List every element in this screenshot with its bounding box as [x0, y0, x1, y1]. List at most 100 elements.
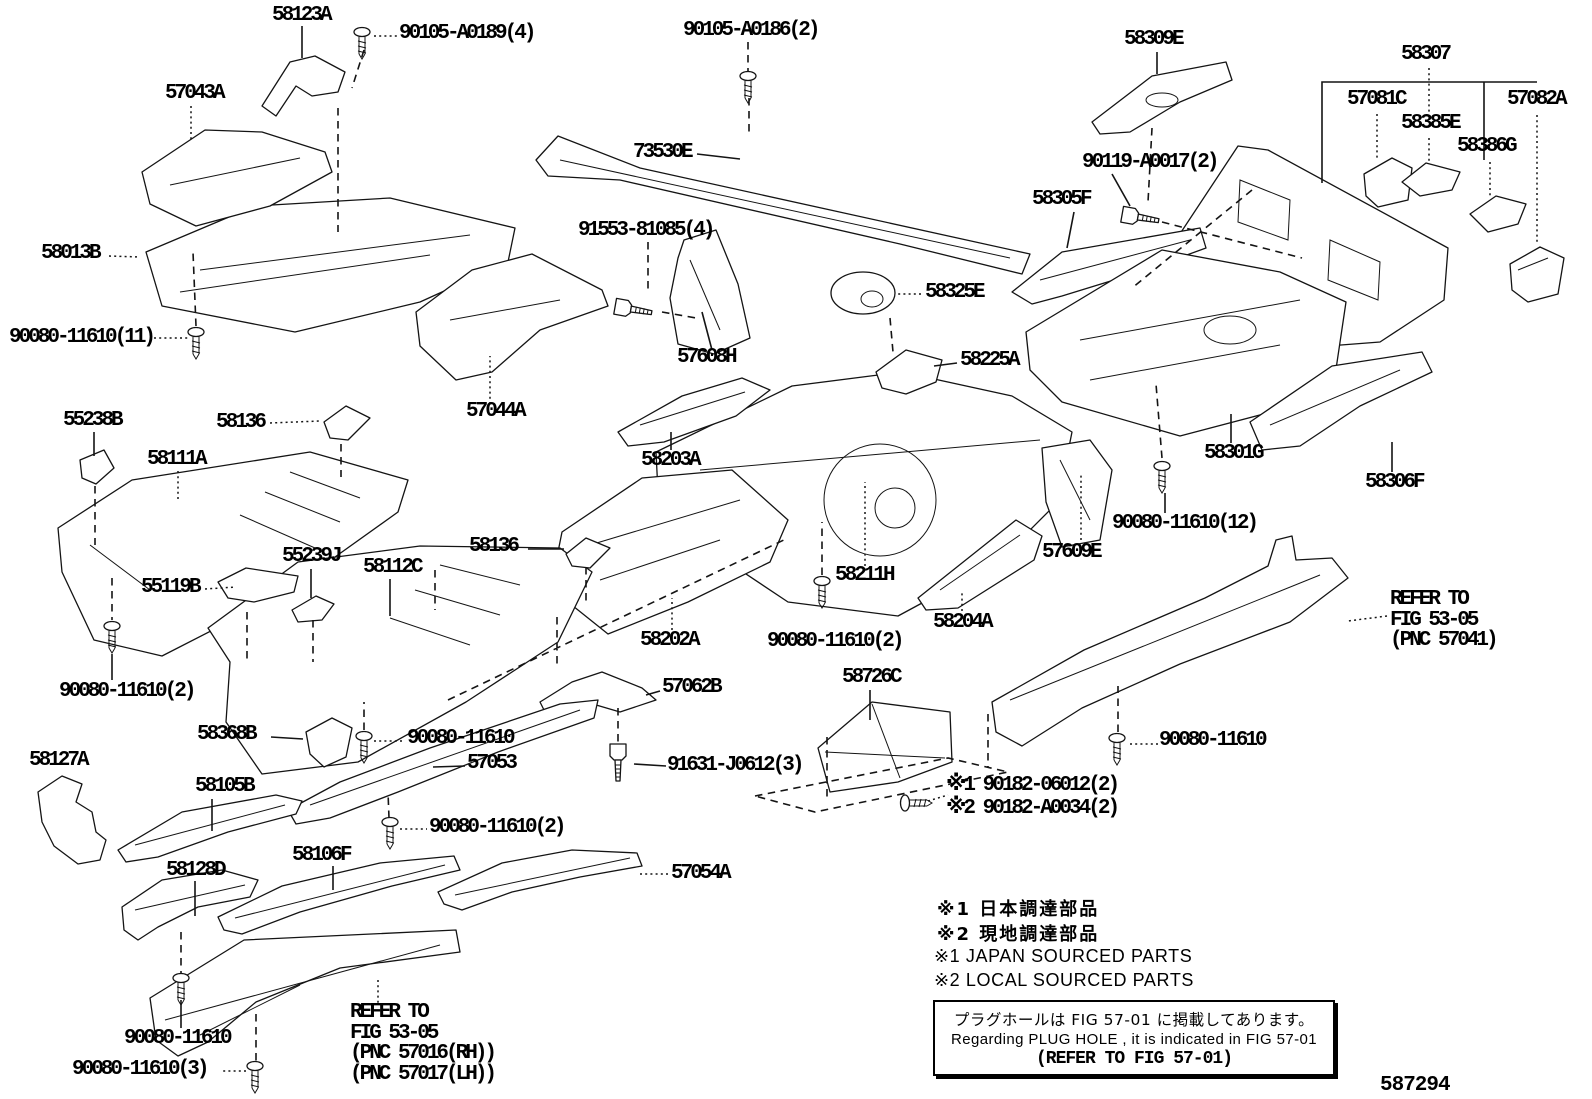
part-label-58307: 58307 [1401, 43, 1452, 66]
part-label-55239j: 55239J [282, 545, 343, 568]
part-label-57082a: 57082A [1507, 88, 1568, 111]
part-label-90080-11610-r: 90080-11610 [1159, 729, 1268, 752]
part-label-57054a: 57054A [671, 862, 732, 885]
part-label-91631-j0612: 91631-J0612(3) [667, 754, 804, 777]
part-label-58106f: 58106F [292, 844, 353, 867]
part-label-58127a: 58127A [29, 749, 90, 772]
part-58225a [875, 349, 943, 395]
part-58368b [305, 717, 353, 768]
part-label-refer-57016: REFER TO FIG 53-05 (PNC 57016(RH)) (PNC … [350, 1001, 497, 1086]
plug-hole-note-en: Regarding PLUG HOLE , it is indicated in… [951, 1030, 1317, 1048]
part-57081c [1363, 157, 1413, 208]
part-55119b [217, 567, 299, 603]
leader-lines [93, 26, 1538, 1072]
part-label-57044a: 57044A [466, 400, 527, 423]
part-label-58013b: 58013B [41, 242, 102, 265]
part-58385e [1401, 162, 1461, 197]
part-label-90119-a0017: 90119-A0017(2) [1082, 151, 1219, 174]
part-57043a [141, 129, 333, 227]
part-frame-rail-bottom-left [149, 929, 461, 1057]
part-58325e [830, 271, 896, 315]
part-label-58123a: 58123A [272, 4, 333, 27]
part-57082a [1509, 246, 1565, 303]
part-label-58204a: 58204A [933, 611, 994, 634]
part-58136-2 [565, 537, 611, 569]
part-label-90105-a0189: 90105-A0189(4) [399, 22, 536, 45]
part-label-58128d: 58128D [166, 859, 227, 882]
part-label-57043a: 57043A [165, 82, 226, 105]
part-58136-1 [323, 405, 371, 441]
part-55239j [291, 595, 335, 623]
part-73530e [535, 135, 1031, 275]
part-58309e [1091, 61, 1233, 135]
part-frame-rail-right [991, 535, 1349, 747]
part-label-55238b: 55238B [63, 409, 124, 432]
part-58123a [261, 55, 346, 117]
screw-icon [187, 326, 205, 360]
part-label-58306f: 58306F [1365, 471, 1426, 494]
part-label-90080-11610-2b: 90080-11610(2) [429, 816, 566, 839]
plug-hole-note-ref: (REFER TO FIG 57-01) [1035, 1048, 1233, 1069]
part-label-58211h: 58211H [835, 564, 896, 587]
part-label-58309e: 58309E [1124, 28, 1185, 51]
part-label-58136-1: 58136 [216, 411, 267, 434]
part-label-90080-11610-11: 90080-11610(11) [9, 326, 156, 349]
bolt-icon [609, 743, 627, 782]
note-japan-sourced-jp: ※1 日本調達部品 [937, 899, 1100, 920]
part-label-90182-a0034: ※2 90182-A0034(2) [946, 797, 1120, 820]
part-label-58325e: 58325E [925, 281, 986, 304]
part-label-58111a: 58111A [147, 448, 208, 471]
part-label-57609e: 57609E [1042, 541, 1103, 564]
part-label-57062b: 57062B [662, 676, 723, 699]
part-label-58202a: 58202A [640, 629, 701, 652]
part-58128d [121, 869, 259, 941]
part-label-90080-11610-3: 90080-11610(3) [72, 1058, 209, 1081]
part-58106f [217, 855, 461, 935]
bolt-icon [613, 297, 654, 322]
part-58105b [117, 794, 303, 863]
bolt-icon [1120, 205, 1161, 230]
part-label-57053: 57053 [467, 752, 518, 775]
part-label-58203a: 58203A [641, 449, 702, 472]
part-57054a [437, 849, 643, 911]
part-58306f [1249, 351, 1433, 451]
plug-hole-note-box: プラグホールは FIG 57-01 に掲載してあります。 Regarding P… [933, 1000, 1335, 1076]
part-58127a [37, 775, 107, 865]
part-label-90080-11610-12: 90080-11610(12) [1112, 512, 1259, 535]
part-label-58726c: 58726C [842, 666, 903, 689]
screw-icon [381, 816, 399, 850]
part-label-refer-57041: REFER TO FIG 53-05 (PNC 57041) [1390, 588, 1499, 652]
part-label-91553-81085: 91553-81085(4) [578, 219, 715, 242]
part-label-90080-11610-2c: 90080-11610(2) [767, 630, 904, 653]
screw-icon [899, 794, 933, 812]
screw-icon [739, 70, 757, 104]
parts-group [37, 55, 1565, 1057]
plug-hole-note-jp: プラグホールは FIG 57-01 に掲載してあります。 [953, 1010, 1315, 1029]
part-58386g [1469, 195, 1527, 233]
note-local-sourced-jp: ※2 現地調達部品 [937, 924, 1100, 945]
part-label-58105b: 58105B [195, 775, 256, 798]
part-58726c [817, 701, 953, 793]
note-japan-sourced-en: ※1 JAPAN SOURCED PARTS [934, 946, 1193, 966]
part-label-58386g: 58386G [1457, 135, 1518, 158]
ghost-outline-58726c [754, 714, 1009, 813]
screw-icon [246, 1060, 264, 1094]
part-label-90080-11610-m: 90080-11610 [407, 727, 516, 750]
part-57608h [669, 229, 751, 355]
part-label-58225a: 58225A [960, 349, 1021, 372]
note-local-sourced-en: ※2 LOCAL SOURCED PARTS [934, 970, 1195, 990]
part-label-90182-06012: ※1 90182-06012(2) [946, 774, 1120, 797]
part-label-58301g: 58301G [1204, 442, 1265, 465]
part-58204a [917, 519, 1043, 611]
part-57044a [415, 253, 609, 381]
part-label-90080-11610-2l: 90080-11610(2) [59, 680, 196, 703]
part-label-58305f: 58305F [1032, 188, 1093, 211]
part-58203a [617, 377, 771, 447]
part-label-58136-2: 58136 [469, 535, 520, 558]
part-label-90080-11610-bl: 90080-11610 [124, 1027, 233, 1050]
part-label-57608h: 57608H [677, 346, 738, 369]
part-55238b [79, 449, 115, 485]
part-label-73530e: 73530E [633, 141, 694, 164]
